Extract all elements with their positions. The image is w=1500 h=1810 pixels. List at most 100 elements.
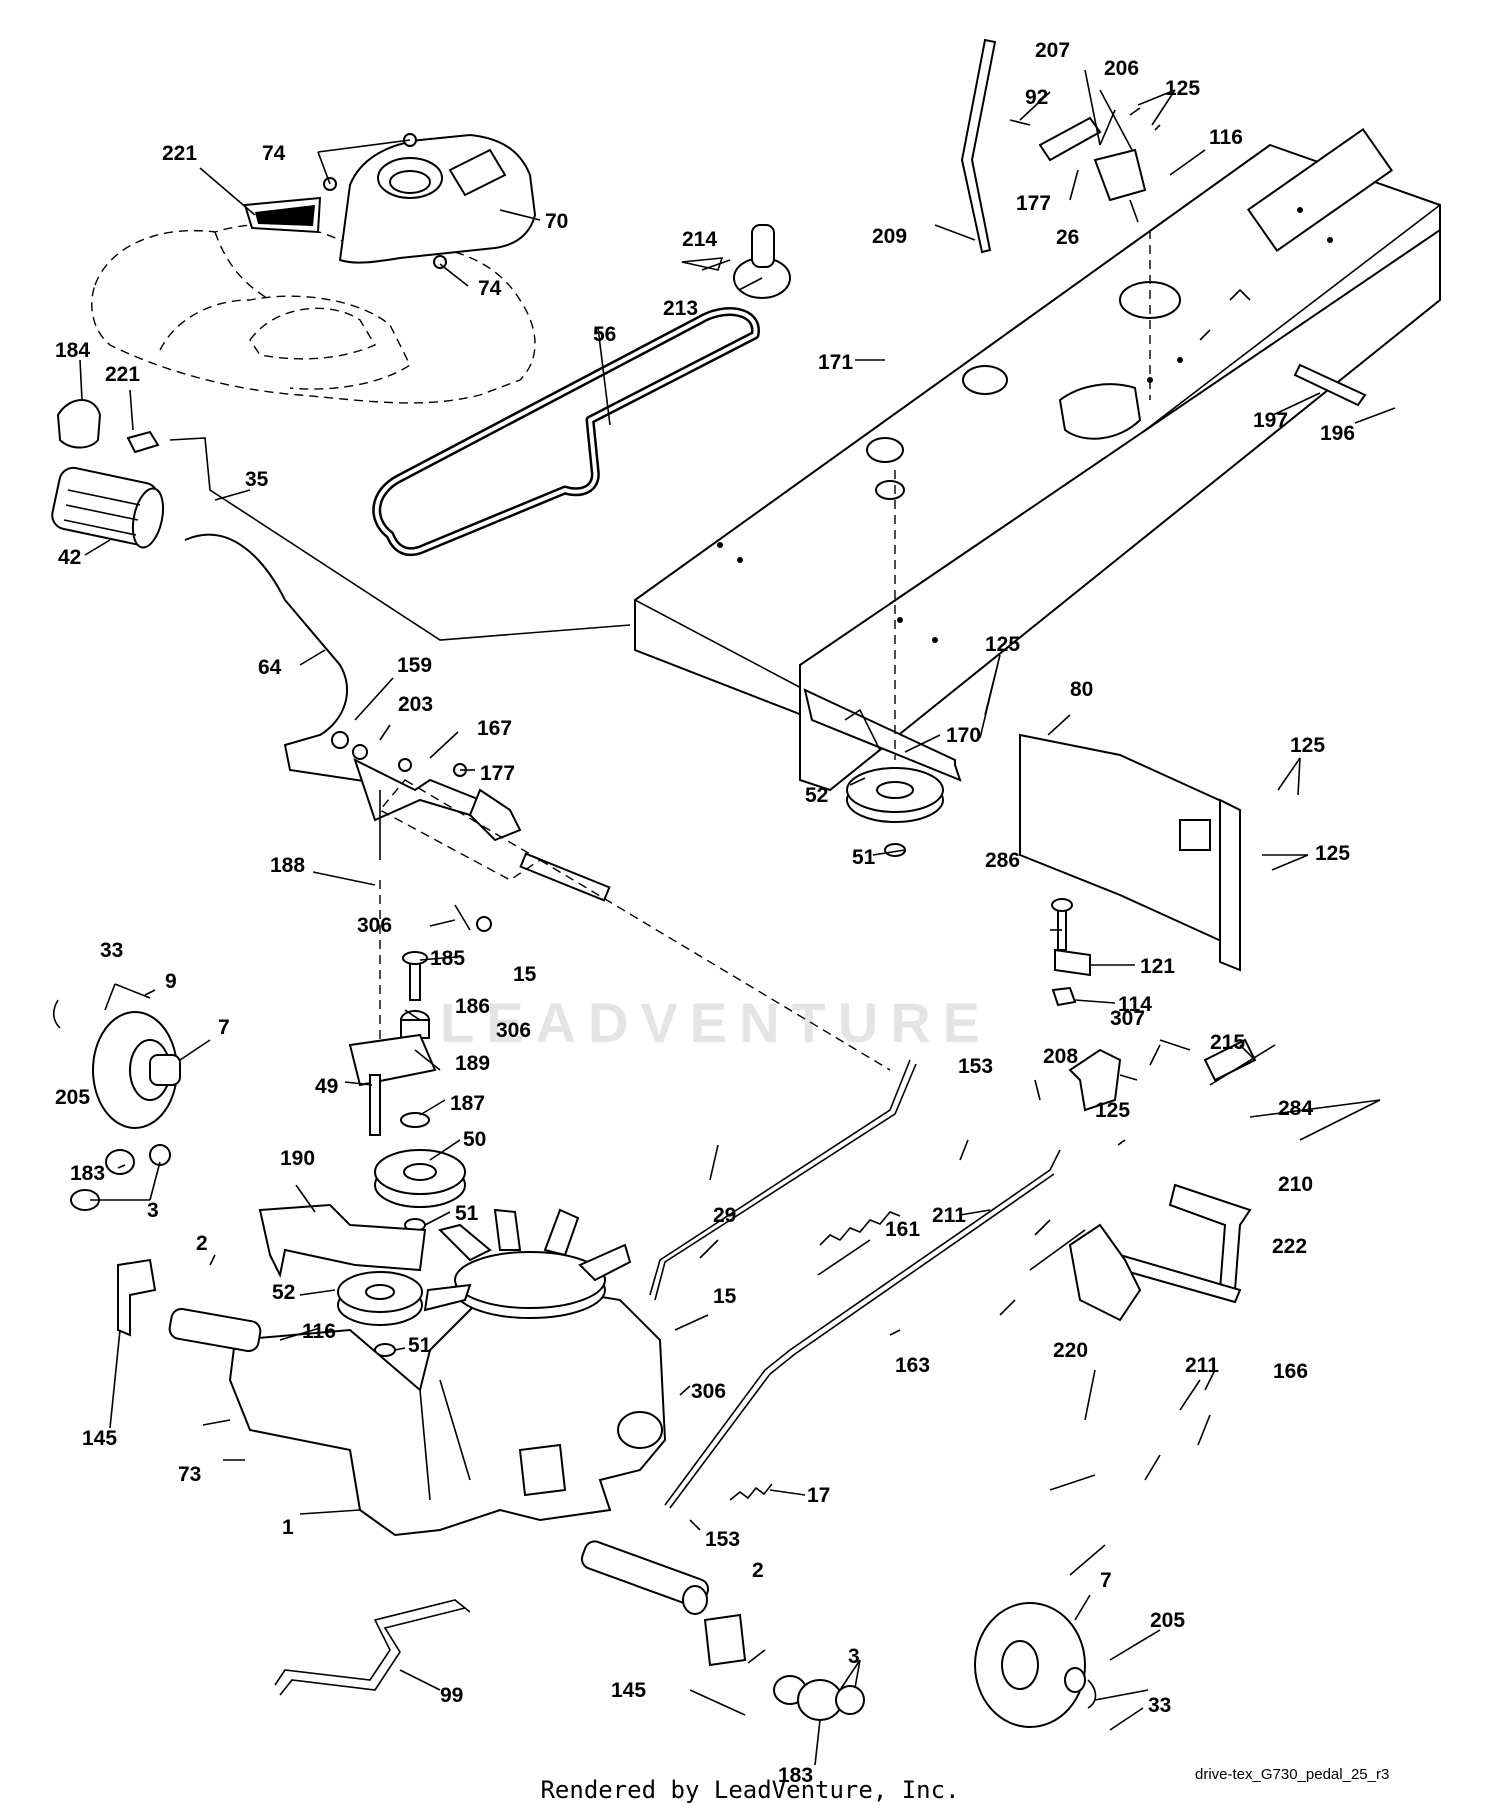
spring-161 [819, 1211, 901, 1246]
callout: 49 [315, 1075, 338, 1098]
callout: 197 [1253, 409, 1288, 432]
callout: 171 [818, 351, 853, 374]
callout: 92 [1025, 86, 1048, 109]
callout: 203 [398, 693, 433, 716]
callout: 26 [1056, 226, 1079, 249]
callout: 9 [165, 970, 177, 993]
callout: 2 [196, 1232, 208, 1255]
callout: 183 [70, 1162, 105, 1185]
hub-upper [92, 1011, 181, 1129]
rod-29 [649, 1059, 911, 1296]
callout: 116 [302, 1320, 336, 1343]
callout: 211 [932, 1204, 966, 1227]
rod-35 [169, 437, 631, 641]
bracket-145-right [703, 1613, 747, 1667]
idler-pulley-center [374, 1149, 466, 1232]
callout: 189 [455, 1052, 490, 1075]
frame [634, 127, 1441, 792]
callout: 1 [282, 1516, 294, 1539]
footer-credit: Rendered by LeadVenture, Inc. [540, 1776, 960, 1804]
callout: 51 [455, 1202, 479, 1225]
bracket-121 [1054, 948, 1091, 977]
callout: 52 [805, 784, 828, 807]
callout: 167 [477, 717, 512, 740]
knob [56, 399, 102, 449]
drive-belt [372, 307, 760, 557]
callout: 207 [1035, 39, 1070, 62]
callout: 220 [1053, 1339, 1088, 1362]
rod-99 [274, 1599, 471, 1686]
callout: 208 [1043, 1045, 1078, 1068]
callout: 307 [1110, 1007, 1145, 1030]
callout: 221 [162, 142, 197, 165]
dash-panel-outline [91, 223, 536, 404]
clip [126, 430, 160, 454]
callout: 205 [1150, 1609, 1185, 1632]
callout: 188 [270, 854, 305, 877]
callout: 80 [1070, 678, 1093, 701]
callout: 170 [946, 724, 981, 747]
callout: 3 [848, 1645, 860, 1668]
console-cover [338, 133, 537, 264]
nut-114 [1051, 986, 1077, 1007]
callout: 116 [1209, 126, 1243, 149]
callout: 213 [663, 297, 698, 320]
pedal-linkage [353, 758, 611, 902]
callout: 185 [430, 947, 465, 970]
callout: 161 [885, 1218, 920, 1241]
callout: 215 [1210, 1031, 1245, 1054]
callout: 145 [611, 1679, 646, 1702]
plate-80 [1019, 733, 1241, 972]
callout: 70 [545, 210, 568, 233]
callout: 33 [100, 939, 123, 962]
callout: 51 [408, 1334, 432, 1357]
callout: 74 [262, 142, 286, 165]
callout: 121 [1140, 955, 1175, 978]
leader-lines [79, 69, 1396, 1766]
callout: 2 [752, 1559, 764, 1582]
callout: 125 [1095, 1099, 1130, 1122]
watermark-text: LEADVENTURE [440, 991, 993, 1054]
callout: 99 [440, 1684, 463, 1707]
pedal-shaft [184, 533, 391, 786]
transaxle [168, 1288, 710, 1615]
callout: 153 [705, 1528, 740, 1551]
callout: 51 [852, 846, 876, 869]
callout: 187 [450, 1092, 485, 1115]
callout: 125 [1315, 842, 1350, 865]
spring-17 [729, 1483, 773, 1501]
callouts: 1 2 2 3 3 7 7 9 15 15 17 26 29 33 33 35 … [55, 39, 1355, 1787]
pedal-assembly [1068, 1038, 1257, 1322]
idler-pulley-upper [844, 708, 944, 857]
callout: 190 [280, 1147, 315, 1170]
drawing-filename: drive-tex_G730_pedal_25_r3 [1195, 1766, 1390, 1783]
cooling-fan [423, 1208, 632, 1319]
callout: 183 [778, 1764, 813, 1787]
callout: 35 [245, 468, 269, 491]
callout: 42 [58, 546, 81, 569]
callout: 33 [1148, 1694, 1171, 1717]
hub-lower [974, 1602, 1086, 1728]
idler-arm [348, 951, 437, 1136]
callout: 222 [1272, 1235, 1307, 1258]
callout: 52 [272, 1281, 295, 1304]
callout: 209 [872, 225, 907, 248]
callout: 177 [480, 762, 515, 785]
callout: 7 [218, 1016, 230, 1039]
callout: 205 [55, 1086, 90, 1109]
callout: 64 [258, 656, 282, 679]
steering-grip [51, 466, 165, 549]
callout: 125 [985, 633, 1020, 656]
callout: 125 [1165, 77, 1200, 100]
callout: 73 [178, 1463, 201, 1486]
callout: 214 [682, 228, 717, 251]
small-hardware [331, 731, 492, 932]
callout: 184 [55, 339, 90, 362]
callout: 56 [593, 323, 616, 346]
callout: 166 [1273, 1360, 1308, 1383]
callout: 114 [1118, 993, 1152, 1016]
bracket-197 [1293, 363, 1367, 407]
callout: 186 [455, 995, 490, 1018]
